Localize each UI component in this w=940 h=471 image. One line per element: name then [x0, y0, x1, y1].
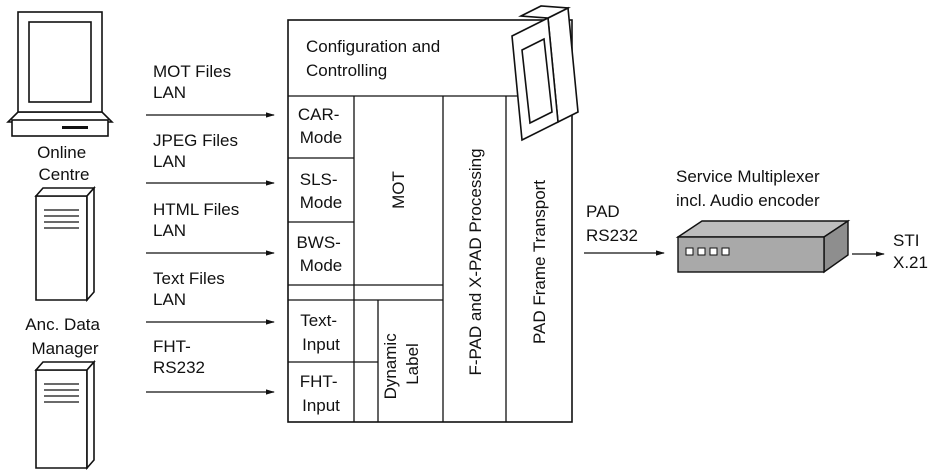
sls-mode-label: SLS- Mode [300, 170, 343, 212]
pad-frame-transport-label: PAD Frame Transport [530, 180, 549, 344]
server-icon [34, 359, 96, 471]
input-label: JPEG Files LAN [153, 131, 243, 171]
pad-rs232-label: PAD RS232 [586, 202, 638, 245]
fpad-xpad-processing-label: F-PAD and X-PAD Processing [466, 148, 485, 375]
sti-x21-label: STI X.21 [893, 231, 928, 272]
display-monitor-icon [511, 5, 579, 142]
bws-mode-label: BWS- Mode [296, 233, 345, 275]
fht-input-label: FHT- Input [300, 372, 343, 415]
multiplexer-device-icon [675, 219, 851, 274]
service-multiplexer-label: Service Multiplexer incl. Audio encoder [676, 167, 824, 210]
dynamic-label-label: Dynamic Label [381, 329, 422, 400]
input-label: Text Files LAN [153, 269, 230, 309]
mot-label: MOT [389, 171, 408, 209]
config-controlling-label: Configuration and Controlling [306, 37, 445, 80]
input-label: FHT- RS232 [153, 337, 205, 377]
server-icon [34, 185, 96, 303]
input-label: MOT Files LAN [153, 62, 236, 102]
input-label: HTML Files LAN [153, 200, 244, 240]
car-mode-label: CAR- Mode [298, 105, 344, 147]
online-centre-label: Online Centre [37, 143, 91, 184]
anc-data-manager-label: Anc. Data Manager [25, 315, 104, 358]
computer-icon [6, 11, 114, 137]
text-input-label: Text- Input [300, 311, 342, 354]
